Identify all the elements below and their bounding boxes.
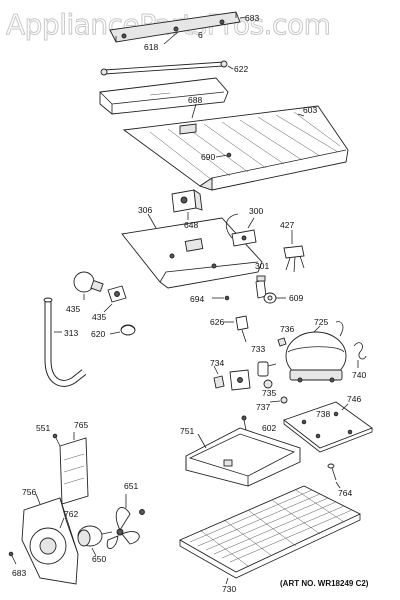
- clip: [277, 337, 287, 347]
- callout-650: 650: [92, 554, 106, 564]
- art-number: (ART NO. WR18249 C2): [280, 579, 369, 588]
- callout-603: 603: [303, 105, 317, 115]
- compressor-base-plate: [283, 401, 373, 453]
- callout-751: 751: [180, 426, 194, 436]
- relay-bracket: [235, 315, 249, 343]
- callout-737: 737: [256, 402, 270, 412]
- callout-688: 688: [188, 95, 202, 105]
- callout-622: 622: [234, 64, 248, 74]
- condenser: [178, 485, 362, 579]
- callout-6: 6: [198, 30, 203, 40]
- callout-620: 620: [91, 329, 105, 339]
- start-relay: [213, 369, 251, 391]
- callout-651: 651: [124, 481, 138, 491]
- callout-746: 746: [347, 394, 361, 404]
- callout-618: 618: [144, 42, 158, 52]
- callout-602: 602: [262, 423, 276, 433]
- callout-736: 736: [280, 324, 294, 334]
- screw-551: [52, 433, 61, 447]
- callout-300: 300: [249, 206, 263, 216]
- callout-306: 306: [138, 205, 152, 215]
- drain-pan: [185, 427, 301, 487]
- callout-435-bulb: 435: [66, 304, 80, 314]
- callout-683-bottom: 683: [12, 568, 26, 578]
- drain-tube: [43, 297, 87, 387]
- compressor: [285, 321, 347, 383]
- knob-shaft: [255, 275, 267, 299]
- callout-313: 313: [64, 328, 78, 338]
- control-mounting-plate: [121, 217, 263, 289]
- callout-427: 427: [280, 220, 294, 230]
- relay: [257, 361, 277, 377]
- light-socket: [107, 285, 127, 303]
- callout-301: 301: [255, 261, 269, 271]
- light-shield: [120, 324, 136, 336]
- condenser-fan-motor: [77, 525, 113, 547]
- drain-trough: [99, 77, 229, 115]
- overload-relay: [283, 245, 305, 273]
- grommet: [263, 379, 273, 389]
- condenser-fan-housing: [21, 497, 79, 585]
- callout-551: 551: [36, 423, 50, 433]
- callout-765: 765: [74, 420, 88, 430]
- callout-435-socket: 435: [92, 312, 106, 322]
- pan-support: [327, 463, 337, 481]
- callout-690: 690: [201, 152, 215, 162]
- condenser-fan-blade: [106, 507, 145, 549]
- mullion-bracket: [109, 11, 241, 43]
- callout-733: 733: [251, 344, 265, 354]
- screw-602: [241, 415, 247, 431]
- callout-740: 740: [352, 370, 366, 380]
- fan-shroud-panel: [59, 437, 89, 505]
- callout-648: 648: [184, 220, 198, 230]
- callout-762: 762: [64, 509, 78, 519]
- callout-756: 756: [22, 487, 36, 497]
- capillary-clip: [353, 342, 367, 360]
- callout-730: 730: [222, 584, 236, 594]
- callout-609: 609: [289, 293, 303, 303]
- evaporator-cover: [122, 105, 349, 191]
- callout-738: 738: [316, 409, 330, 419]
- defrost-timer: [171, 189, 203, 213]
- control-knob: [263, 292, 277, 304]
- heater-rod: [100, 60, 228, 76]
- callout-694: 694: [190, 294, 204, 304]
- callout-683-top: 683: [245, 13, 259, 23]
- light-bulb: [73, 271, 104, 293]
- grommet-737: [280, 396, 288, 404]
- callout-764: 764: [338, 488, 352, 498]
- screw-683: [8, 551, 17, 565]
- thermostat: [225, 213, 257, 247]
- callout-626: 626: [210, 317, 224, 327]
- callout-725: 725: [314, 317, 328, 327]
- callout-735: 735: [262, 388, 276, 398]
- callout-734: 734: [210, 358, 224, 368]
